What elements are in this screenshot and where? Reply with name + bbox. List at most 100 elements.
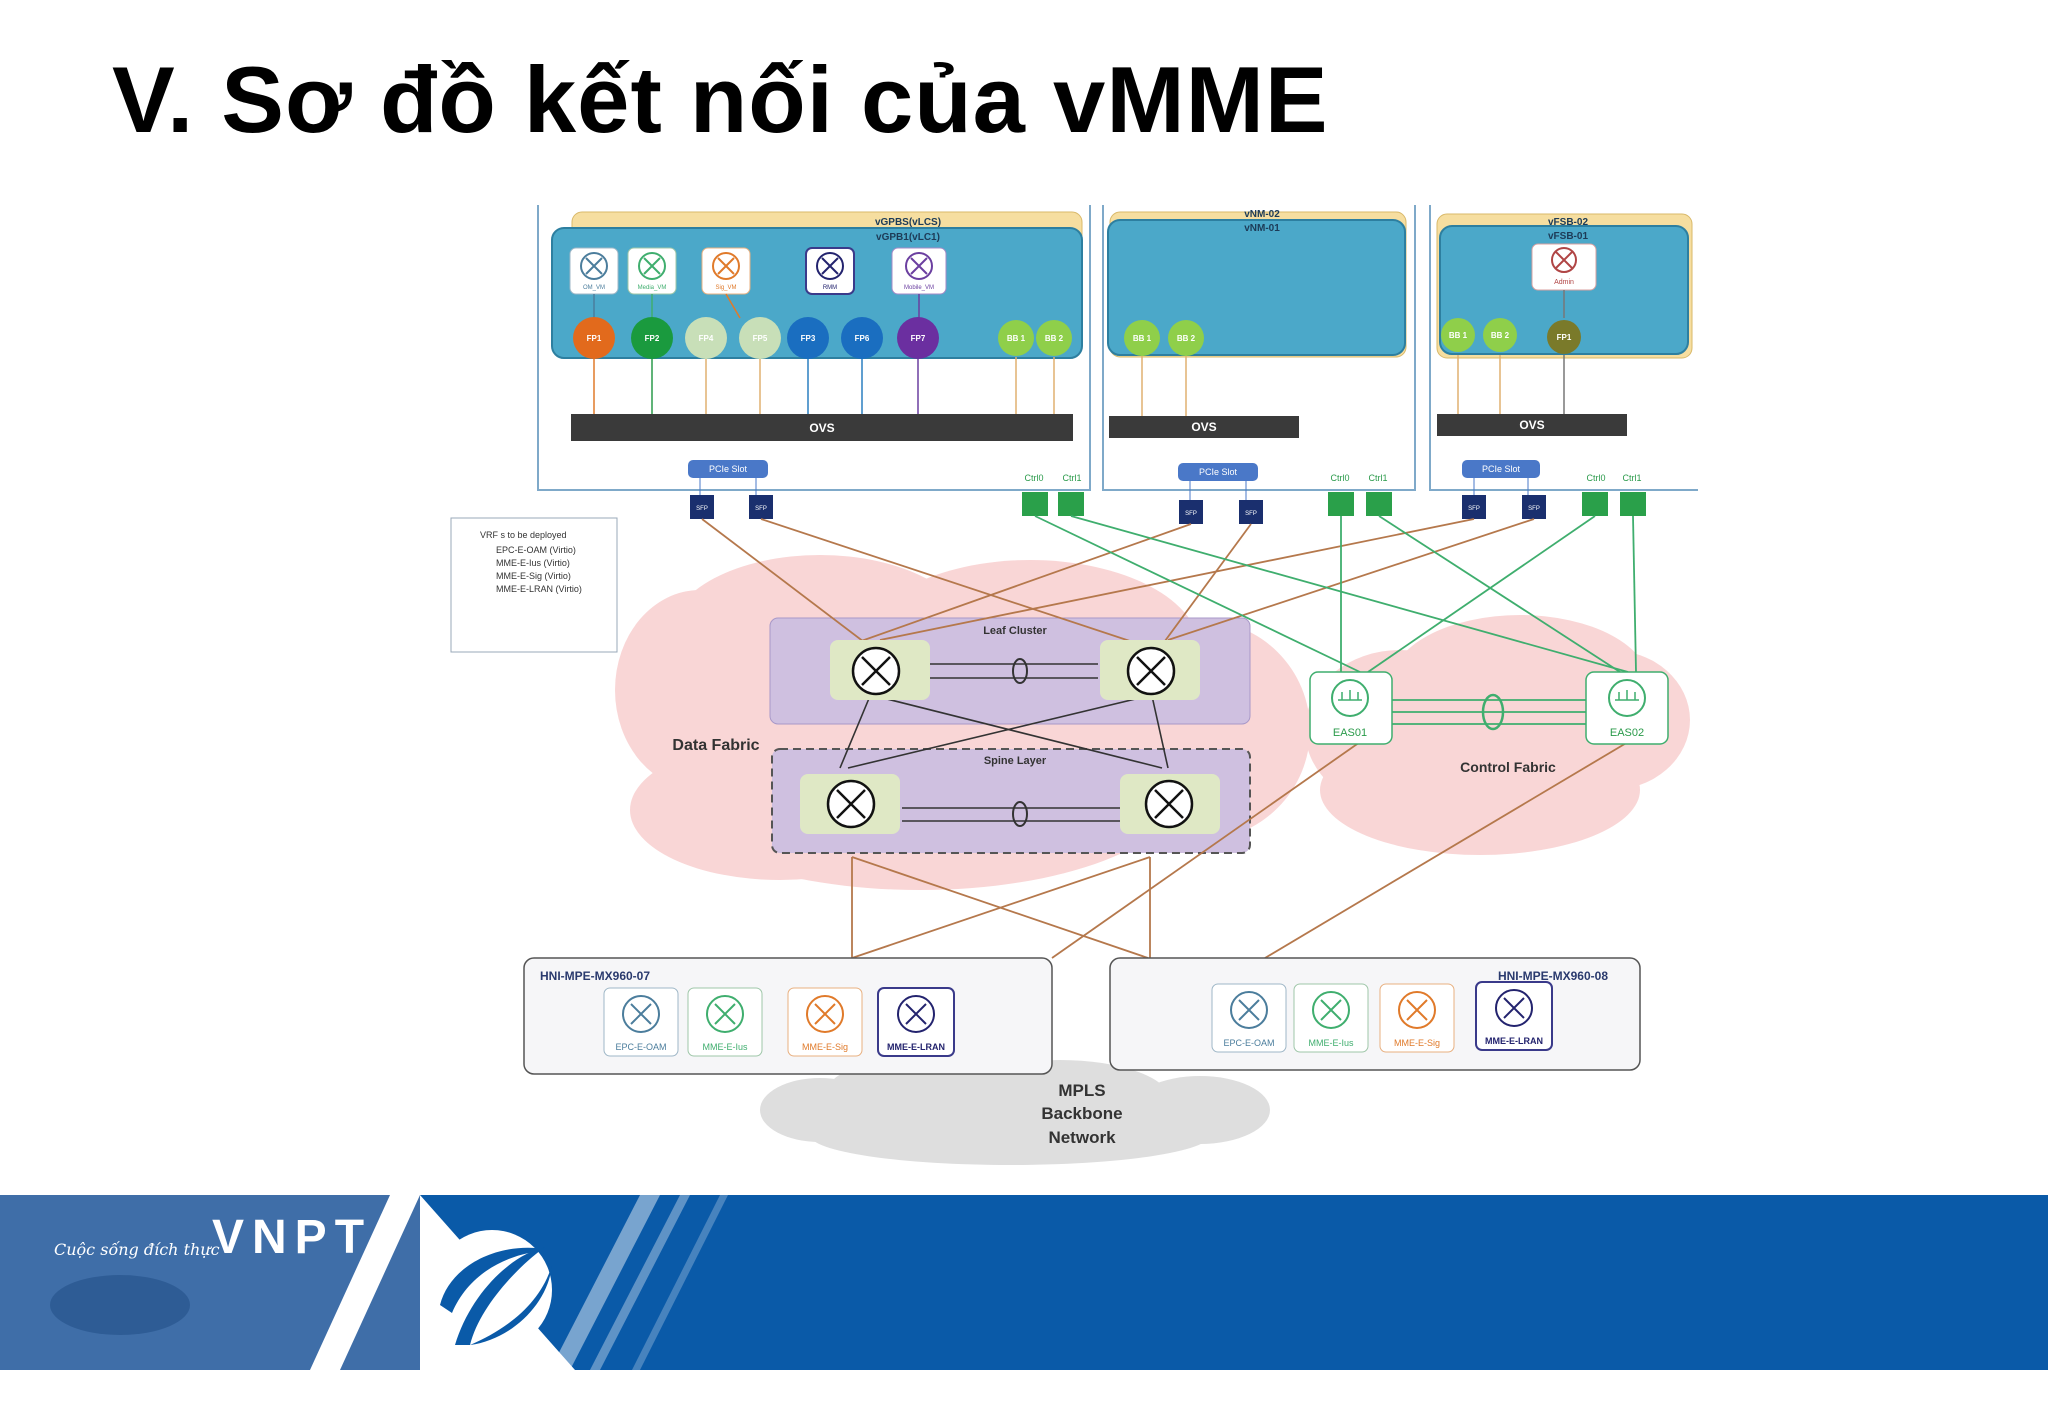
- port-label: FP3: [801, 334, 816, 343]
- vrf-mme-e-sig: MME-E-Sig: [787, 987, 863, 1057]
- eas-label: EAS01: [1333, 727, 1367, 739]
- port-bb2: BB 2: [1483, 318, 1517, 352]
- port-bb2: BB 2: [1036, 320, 1072, 356]
- svg-text:MME-E-Sig: MME-E-Sig: [1394, 1038, 1440, 1048]
- svg-text:MME-E-Sig: MME-E-Sig: [802, 1042, 848, 1052]
- svg-text:MME-E-Ius: MME-E-Ius: [703, 1042, 749, 1052]
- port-bb1: BB 1: [1441, 318, 1475, 352]
- vrf-epc-e-oam: EPC-E-OAM: [603, 987, 679, 1057]
- sfp-ports: SFP SFP SFP SFP SFP SFP: [690, 495, 1546, 524]
- pe-router-name: HNI-MPE-MX960-07: [540, 969, 650, 983]
- svg-text:MME-E-Ius: MME-E-Ius: [1309, 1038, 1355, 1048]
- vnf-label: RMM: [823, 285, 837, 291]
- vrf-epc-e-oam: EPC-E-OAM: [1211, 983, 1287, 1053]
- port-label: BB 2: [1177, 334, 1196, 343]
- svg-text:MPLS: MPLS: [1058, 1081, 1105, 1100]
- footer-banner: [0, 1195, 2048, 1370]
- port-bb2: BB 2: [1168, 320, 1204, 356]
- vnf-media-vm: Media_VM: [627, 247, 677, 295]
- port-label: BB 1: [1133, 334, 1152, 343]
- ports-server-3: BB 1 BB 2 FP1: [1441, 318, 1581, 354]
- vnpt-logo-icon: [432, 1230, 552, 1350]
- ports-server-1: FP1 FP2 FP4 FP5 FP3 FP6 FP7 BB 1 BB 2: [573, 317, 1072, 359]
- svg-text:EPC-E-OAM: EPC-E-OAM: [615, 1042, 666, 1052]
- port-fp4: FP4: [685, 317, 727, 359]
- vmme-connection-diagram: vGPBS(vLCS) vGPB1(vLC1) vNM-02 vNM-01 vF…: [450, 205, 1698, 1165]
- spine-switch-2: [1120, 774, 1220, 834]
- leaf-cluster-label: Leaf Cluster: [983, 625, 1047, 637]
- ctrl-label: Ctrl1: [1368, 473, 1387, 483]
- pcie-slots: PCIe Slot PCIe Slot PCIe Slot: [688, 460, 1540, 500]
- pcie-label: PCIe Slot: [1482, 464, 1521, 474]
- svg-text:MME-E-LRAN: MME-E-LRAN: [887, 1042, 945, 1052]
- svg-text:EPC-E-OAM: EPC-E-OAM: [1223, 1038, 1274, 1048]
- vrf-mme-e-ius: MME-E-Ius: [687, 987, 763, 1057]
- server-1-label-a: vGPBS(vLCS): [875, 217, 941, 228]
- data-fabric-label: Data Fabric: [672, 737, 759, 754]
- port-label: FP2: [645, 334, 660, 343]
- port-fp6: FP6: [841, 317, 883, 359]
- pcie-label: PCIe Slot: [1199, 467, 1238, 477]
- server-3-label-b: vFSB-01: [1548, 231, 1588, 242]
- pe-router-name: HNI-MPE-MX960-08: [1498, 969, 1608, 983]
- eas02-node: EAS02: [1585, 671, 1669, 745]
- vrf-item: EPC-E-OAM (Virtio): [496, 545, 576, 555]
- port-label: BB 2: [1491, 331, 1510, 340]
- vrf-item: MME-E-LRAN (Virtio): [496, 584, 582, 594]
- slide-title: V. Sơ đồ kết nối của vMME: [112, 47, 1329, 152]
- svg-text:SFP: SFP: [1185, 511, 1197, 517]
- ovs-label: OVS: [809, 421, 834, 435]
- port-label: FP1: [587, 334, 602, 343]
- port-label: BB 1: [1449, 331, 1468, 340]
- port-bb1: BB 1: [1124, 320, 1160, 356]
- port-label: FP4: [699, 334, 714, 343]
- svg-text:SFP: SFP: [1468, 506, 1480, 512]
- port-fp3: FP3: [787, 317, 829, 359]
- svg-text:Backbone: Backbone: [1041, 1104, 1122, 1123]
- ctrl-label: Ctrl0: [1330, 473, 1349, 483]
- ctrl-ports: Ctrl0 Ctrl1 Ctrl0 Ctrl1 Ctrl0 Ctrl1: [1022, 473, 1646, 516]
- vrf-mme-e-lran: MME-E-LRAN: [1475, 981, 1553, 1051]
- eas01-node: EAS01: [1309, 671, 1393, 745]
- svg-text:SFP: SFP: [696, 506, 708, 512]
- vnf-label: Mobile_VM: [904, 285, 934, 291]
- mpls-label: MPLS Backbone Network: [1041, 1081, 1122, 1147]
- server-chassis-group: [537, 205, 1698, 491]
- vrf-mme-e-sig: MME-E-Sig: [1379, 983, 1455, 1053]
- vrf-legend: VRF s to be deployed EPC-E-OAM (Virtio) …: [450, 517, 618, 653]
- port-fp1: FP1: [1547, 320, 1581, 354]
- vrf-item: MME-E-Sig (Virtio): [496, 571, 571, 581]
- port-label: BB 2: [1045, 334, 1064, 343]
- ovs-label: OVS: [1519, 418, 1544, 432]
- svg-text:SFP: SFP: [755, 506, 767, 512]
- svg-text:MME-E-LRAN: MME-E-LRAN: [1485, 1036, 1543, 1046]
- port-bb1: BB 1: [998, 320, 1034, 356]
- spine-switch-1: [800, 774, 900, 834]
- ovs-label: OVS: [1191, 420, 1216, 434]
- port-label: BB 1: [1007, 334, 1026, 343]
- port-fp2: FP2: [631, 317, 673, 359]
- fabric-internal-links: [839, 658, 1169, 827]
- port-label: FP7: [911, 334, 926, 343]
- svg-text:SFP: SFP: [1528, 506, 1540, 512]
- vnf-label: OM_VM: [583, 285, 605, 291]
- ctrl-label: Ctrl1: [1622, 473, 1641, 483]
- vnf-rmm: RMM: [805, 247, 855, 295]
- mpls-cloud: [760, 1057, 1270, 1165]
- svg-text:Network: Network: [1048, 1128, 1116, 1147]
- svg-text:SFP: SFP: [1245, 511, 1257, 517]
- control-fabric-label: Control Fabric: [1460, 759, 1556, 775]
- ctrl-label: Ctrl1: [1062, 473, 1081, 483]
- server-2-label-a: vNM-02: [1244, 209, 1280, 220]
- vnf-mobile-vm: Mobile_VM: [891, 247, 947, 295]
- data-links: [701, 518, 1629, 959]
- port-fp1: FP1: [573, 317, 615, 359]
- ctrl-label: Ctrl0: [1586, 473, 1605, 483]
- port-label: FP6: [855, 334, 870, 343]
- port-label: FP1: [1557, 333, 1572, 342]
- port-drop-lines: [593, 290, 1565, 416]
- footer-brand: VNPT: [212, 1211, 373, 1264]
- ports-server-2: BB 1 BB 2: [1124, 320, 1204, 356]
- vnf-admin: Admin: [1531, 243, 1597, 291]
- leaf-switch-2: [1100, 640, 1200, 700]
